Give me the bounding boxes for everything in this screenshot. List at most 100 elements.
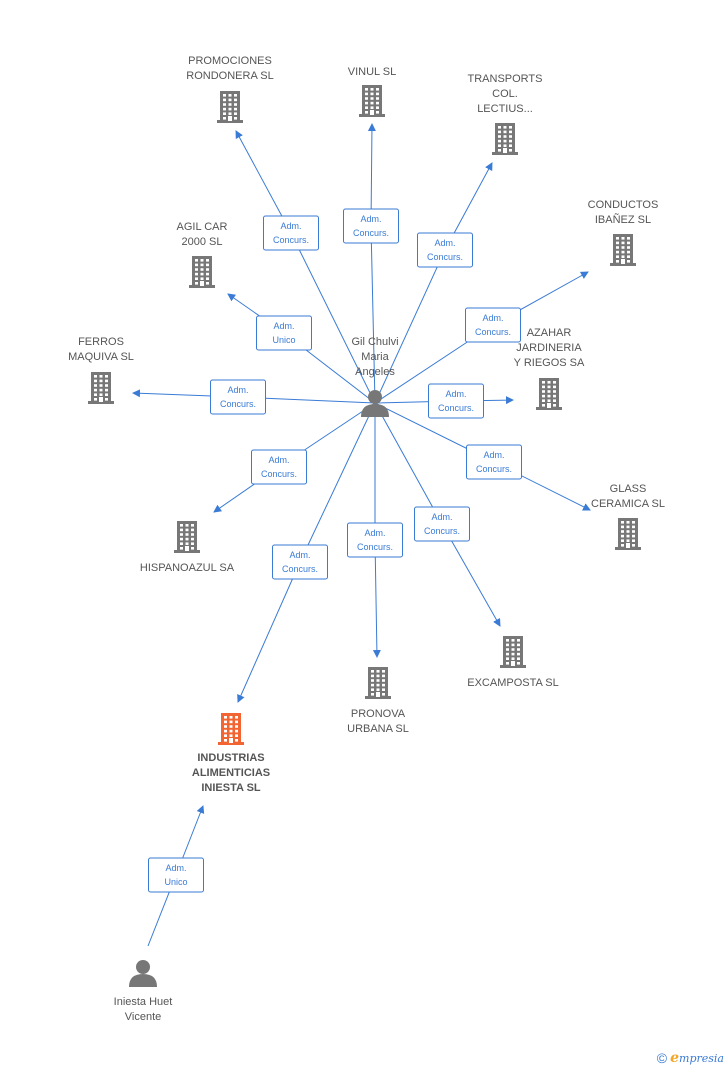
brand-name: mpresia bbox=[679, 1052, 724, 1065]
node-label: FERROS bbox=[78, 336, 124, 348]
node-label: 2000 SL bbox=[182, 236, 223, 248]
edge-label-box[interactable]: Adm.Concurs. bbox=[428, 383, 484, 419]
edge-label-line: Adm. bbox=[227, 385, 248, 395]
node-label: PROMOCIONES bbox=[188, 55, 272, 67]
edge-gil-excamposta: Adm. Concurs. bbox=[374, 402, 501, 627]
node-label: Y RIEGOS SA bbox=[514, 357, 585, 369]
edge-label-line: Adm. bbox=[268, 455, 289, 465]
edge-label-line: Adm. bbox=[280, 221, 301, 231]
person-icon[interactable] bbox=[129, 960, 157, 987]
edge-label-box[interactable]: Adm.Concurs. bbox=[347, 522, 403, 558]
node-transports[interactable]: TRANSPORTSCOL.LECTIUS... bbox=[468, 73, 543, 155]
edge-label-box[interactable]: Adm.Unico bbox=[256, 315, 312, 351]
node-ferros[interactable]: FERROS MAQUIVA SL bbox=[68, 336, 134, 404]
node-promociones[interactable]: PROMOCIONES RONDONERA SL bbox=[186, 55, 274, 123]
edge-label-line: Adm. bbox=[289, 550, 310, 560]
building-icon[interactable] bbox=[615, 518, 641, 550]
edge-gil-glass: Adm.Concurs. bbox=[374, 402, 591, 511]
node-label: INDUSTRIAS bbox=[197, 752, 264, 764]
edge-label-box[interactable]: Adm. Concurs. bbox=[414, 506, 470, 542]
edge-label-frame bbox=[263, 215, 319, 251]
building-icon[interactable] bbox=[536, 378, 562, 410]
edge-label-box[interactable]: Adm.Concurs. bbox=[417, 232, 473, 268]
building-icon[interactable] bbox=[359, 85, 385, 117]
edge-label-box[interactable]: Adm. Concurs. bbox=[263, 215, 319, 251]
building-icon[interactable] bbox=[88, 372, 114, 404]
edge-label-frame bbox=[465, 307, 521, 343]
footer: © empresia bbox=[657, 1050, 724, 1066]
edge-gil-azahar: Adm.Concurs. bbox=[374, 383, 514, 419]
edge-label-line: Concurs. bbox=[424, 526, 460, 536]
node-excamposta[interactable]: EXCAMPOSTA SL bbox=[467, 636, 559, 689]
building-icon[interactable] bbox=[492, 123, 518, 155]
node-label: CERAMICA SL bbox=[591, 498, 665, 510]
edge-label-line: Concurs. bbox=[476, 464, 512, 474]
node-label: INIESTA SL bbox=[201, 782, 261, 794]
edge-label-line: Unico bbox=[272, 335, 295, 345]
edge-label-frame bbox=[256, 315, 312, 351]
edge-label-frame bbox=[347, 522, 403, 558]
edge-label-line: Adm. bbox=[360, 214, 381, 224]
edge-label-frame bbox=[272, 544, 328, 580]
brand-logo[interactable]: empresia bbox=[670, 1050, 724, 1066]
building-icon[interactable] bbox=[189, 256, 215, 288]
building-icon[interactable] bbox=[218, 713, 244, 745]
node-label: Angeles bbox=[355, 366, 395, 378]
node-label: RONDONERA SL bbox=[186, 70, 273, 82]
node-hispanoazul[interactable]: HISPANOAZUL SA bbox=[140, 521, 235, 574]
node-label: Iniesta Huet bbox=[114, 996, 173, 1008]
edge-label-line: Adm. bbox=[431, 512, 452, 522]
building-icon[interactable] bbox=[365, 667, 391, 699]
building-icon[interactable] bbox=[610, 234, 636, 266]
person-icon[interactable] bbox=[361, 390, 389, 417]
building-icon[interactable] bbox=[217, 91, 243, 123]
edge-gil-conductos: Adm.Concurs. bbox=[374, 271, 589, 404]
edge-line bbox=[235, 130, 376, 404]
node-label: COL. bbox=[492, 88, 518, 100]
edge-label-frame bbox=[148, 857, 204, 893]
edge-label-box[interactable]: Adm. Concurs. bbox=[210, 379, 266, 415]
edges-layer: Adm. Concurs. Adm. Concurs. Adm. Concurs. Adm.… bbox=[132, 123, 591, 947]
edge-label-box[interactable]: Adm.Concurs. bbox=[272, 544, 328, 580]
node-label: MAQUIVA SL bbox=[68, 351, 134, 363]
edge-label-frame bbox=[428, 383, 484, 419]
node-label: EXCAMPOSTA SL bbox=[467, 677, 559, 689]
node-label: AGIL CAR bbox=[177, 221, 228, 233]
edge-label-line: Concurs. bbox=[220, 399, 256, 409]
edge-label-line: Concurs. bbox=[427, 252, 463, 262]
edge-gil-industrias: Adm. Concurs. bbox=[237, 402, 376, 703]
brand-initial: e bbox=[670, 1050, 680, 1066]
edge-label-box[interactable]: Adm.Unico bbox=[148, 857, 204, 893]
edge-label-frame bbox=[417, 232, 473, 268]
edge-label-box[interactable]: Adm.Concurs. bbox=[465, 307, 521, 343]
edge-gil-promociones: Adm. Concurs. bbox=[235, 130, 376, 404]
edge-gil-agil: Adm. Unico bbox=[227, 293, 376, 404]
edge-iniesta-industrias: Adm.Unico bbox=[147, 805, 205, 947]
node-label: Gil Chulvi bbox=[351, 336, 398, 348]
node-agil[interactable]: AGIL CAR 2000 SL bbox=[177, 221, 228, 288]
node-label: AZAHAR bbox=[527, 327, 572, 339]
node-label: TRANSPORTS bbox=[468, 73, 543, 85]
edge-label-box[interactable]: Adm.Concurs. bbox=[466, 444, 522, 480]
node-vinul[interactable]: VINUL SL bbox=[348, 66, 397, 117]
edge-label-box[interactable]: Adm.Concurs. bbox=[343, 208, 399, 244]
building-icon[interactable] bbox=[500, 636, 526, 668]
node-label: CONDUCTOS bbox=[588, 199, 659, 211]
copyright-icon: © bbox=[656, 1050, 668, 1066]
edge-gil-transports: Adm.Concurs. bbox=[374, 162, 493, 404]
node-industrias[interactable]: INDUSTRIAS ALIMENTICIAS INIESTA SL bbox=[192, 713, 270, 794]
edge-label-frame bbox=[343, 208, 399, 244]
building-icon[interactable] bbox=[174, 521, 200, 553]
edge-label-line: Concurs. bbox=[261, 469, 297, 479]
edge-label-box[interactable]: Adm. Concurs. bbox=[251, 449, 307, 485]
edge-label-line: Concurs. bbox=[273, 235, 309, 245]
node-label: ALIMENTICIAS bbox=[192, 767, 270, 779]
